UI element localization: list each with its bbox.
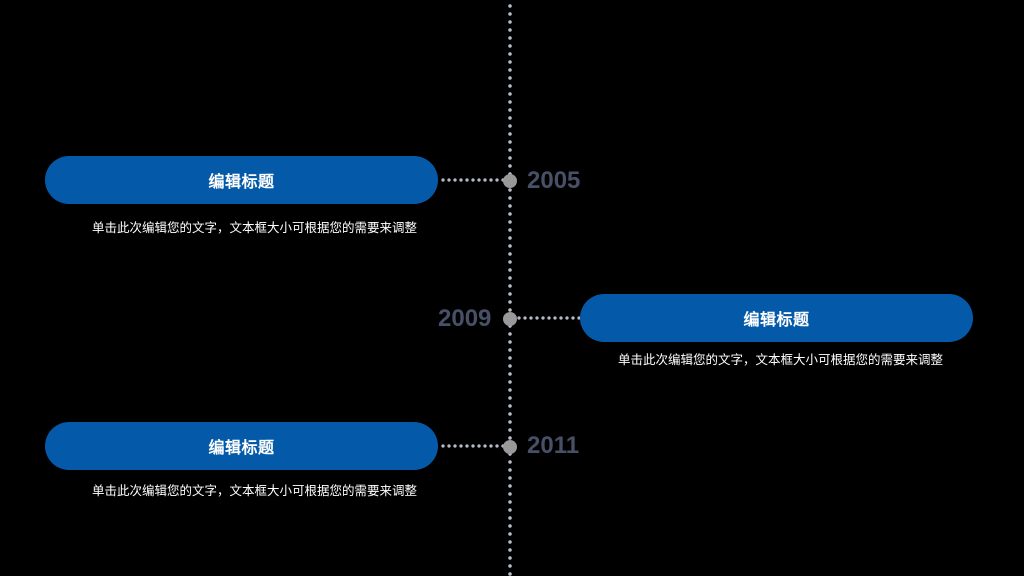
event-title-pill[interactable]: 编辑标题: [580, 294, 973, 342]
event-title-pill[interactable]: 编辑标题: [45, 156, 438, 204]
event-year: 2005: [527, 167, 581, 194]
event-connector: [516, 316, 580, 320]
event-connector: [440, 444, 506, 448]
event-title: 编辑标题: [208, 438, 275, 457]
event-description: 单击此次编辑您的文字，文本框大小可根据您的需要来调整: [92, 220, 418, 235]
event-connector: [440, 178, 506, 182]
event-description: 单击此次编辑您的文字，文本框大小可根据您的需要来调整: [618, 352, 944, 367]
timeline-axis: [507, 0, 513, 576]
event-title-pill[interactable]: 编辑标题: [45, 422, 438, 470]
event-title: 编辑标题: [208, 172, 275, 191]
timeline-node: [503, 312, 517, 326]
event-year: 2009: [438, 305, 492, 332]
event-title: 编辑标题: [743, 310, 810, 329]
event-year: 2011: [527, 432, 580, 459]
event-description: 单击此次编辑您的文字，文本框大小可根据您的需要来调整: [92, 483, 418, 498]
timeline-node: [503, 440, 517, 454]
timeline-node: [503, 174, 517, 188]
